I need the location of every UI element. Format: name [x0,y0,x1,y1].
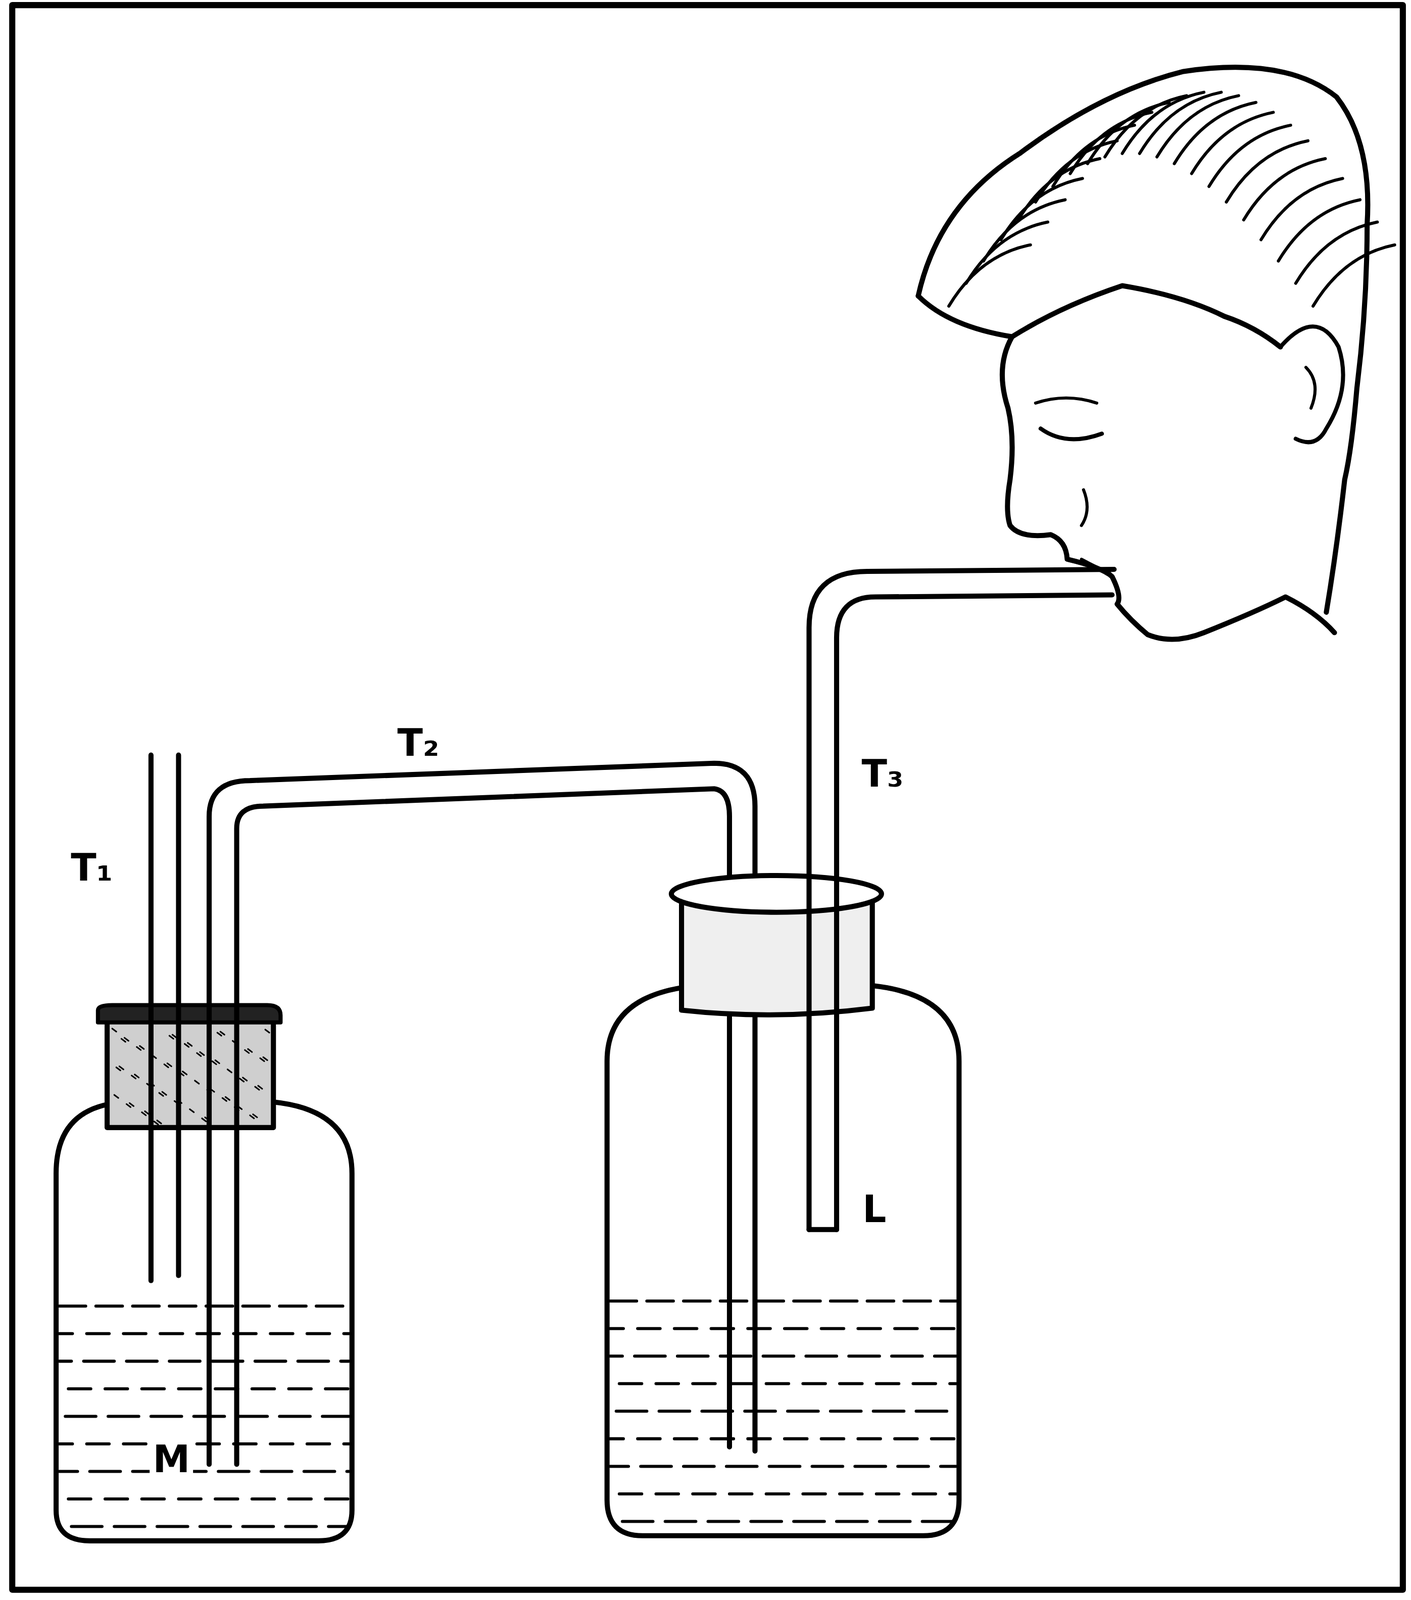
left-cork-top [98,1004,281,1023]
cork-speck [154,1121,159,1125]
cork-speck [116,1067,121,1071]
part-label: T₃ [858,753,907,794]
cork-speck [144,1111,150,1115]
part-label: T₁ [67,847,116,888]
cork-speck [134,1074,139,1078]
hair-stroke [1312,245,1395,307]
cork-speck [124,1037,129,1041]
left-liquid [59,1305,350,1527]
cork-speck [167,1063,172,1067]
cork-speck [126,1103,131,1107]
liquid-dash [59,1469,350,1473]
cork-speck [258,1085,263,1089]
cork-speck [169,1035,174,1039]
hair-stroke [1017,158,1100,220]
liquid-dash [610,1327,957,1331]
cork-speck [250,1115,255,1119]
cork-speck [139,1045,144,1049]
cork-speck [119,1066,124,1070]
part-label: T₂ [394,722,443,763]
hair-stroke [1226,140,1308,203]
frame [12,5,1403,1590]
cork-speck [114,1094,119,1098]
hair-stroke [1035,140,1118,203]
cork-speck [162,1091,167,1095]
cork-speck [172,1034,177,1038]
cork-speck [129,1102,134,1106]
cork-speck [263,1056,268,1060]
liquid-dash [610,1437,957,1441]
liquid-dash [59,1304,350,1308]
hair-stroke [1156,95,1239,157]
cork-speck [253,1114,258,1118]
cork-speck [200,1051,205,1055]
cork-speck [189,1108,194,1112]
liquid-dash [610,1519,957,1523]
cork-speck [159,1092,164,1096]
liquid-dash [59,1387,350,1391]
hair-stroke [1191,112,1274,174]
cork-speck [197,1052,202,1056]
hair-stroke [1208,125,1291,187]
cork-speck [182,1071,187,1075]
cork-speck [157,1120,162,1124]
cork-speck [239,1078,245,1082]
tube-t2 [209,763,755,1465]
left-bottle [56,1101,353,1541]
cork-speck [260,1058,265,1062]
cork-speck [255,1086,260,1090]
liquid-dash [610,1354,957,1358]
hair-stroke [1174,102,1256,164]
liquid-dash [59,1414,350,1418]
liquid-dash [610,1409,957,1413]
cork-speck [220,1031,225,1035]
cork-speck [245,1049,250,1053]
cork-speck [225,1096,230,1100]
liquid-dash [610,1382,957,1386]
cork-speck [222,1097,227,1101]
cork-speck [136,1046,141,1050]
hair-stroke [1069,112,1152,174]
cork-speck [248,1048,253,1052]
hair-strokes [948,92,1395,307]
part-label: M [149,1439,193,1479]
liquid-dash [59,1332,350,1336]
cork-speck [131,1075,136,1079]
liquid-dash [610,1492,957,1496]
left-cork [107,1020,274,1128]
cork-speck [187,1042,192,1046]
cork-speck [212,1061,217,1065]
tube-t1 [151,755,179,1281]
person-head [918,67,1369,640]
cork-speck [227,1069,232,1073]
cork-speck [202,1118,207,1122]
liquid-dash [610,1299,957,1303]
liquid-dash [610,1464,957,1468]
cork-speck [112,1028,117,1032]
cork-speck [217,1032,222,1036]
cork-speck [164,1064,169,1068]
right-cork [681,902,873,1015]
cork-speck [195,1080,200,1084]
right-bottle [607,985,960,1536]
liquid-dash [59,1442,350,1446]
liquid-dash [59,1359,350,1363]
right-cork-rim [671,875,882,913]
part-label: L [859,1189,890,1229]
cork-speck [184,1043,189,1047]
cork-speck [141,1112,147,1116]
right-liquid [610,1300,957,1522]
liquid-dash [59,1497,350,1501]
cork-speck [265,1029,270,1033]
cork-speck [242,1077,248,1081]
cork-texture [112,1028,270,1125]
liquid-dash [59,1525,350,1529]
tube-t3 [808,569,1114,1230]
hair-stroke [1104,95,1187,157]
cork-speck [121,1038,126,1042]
cork-speck [215,1060,220,1064]
